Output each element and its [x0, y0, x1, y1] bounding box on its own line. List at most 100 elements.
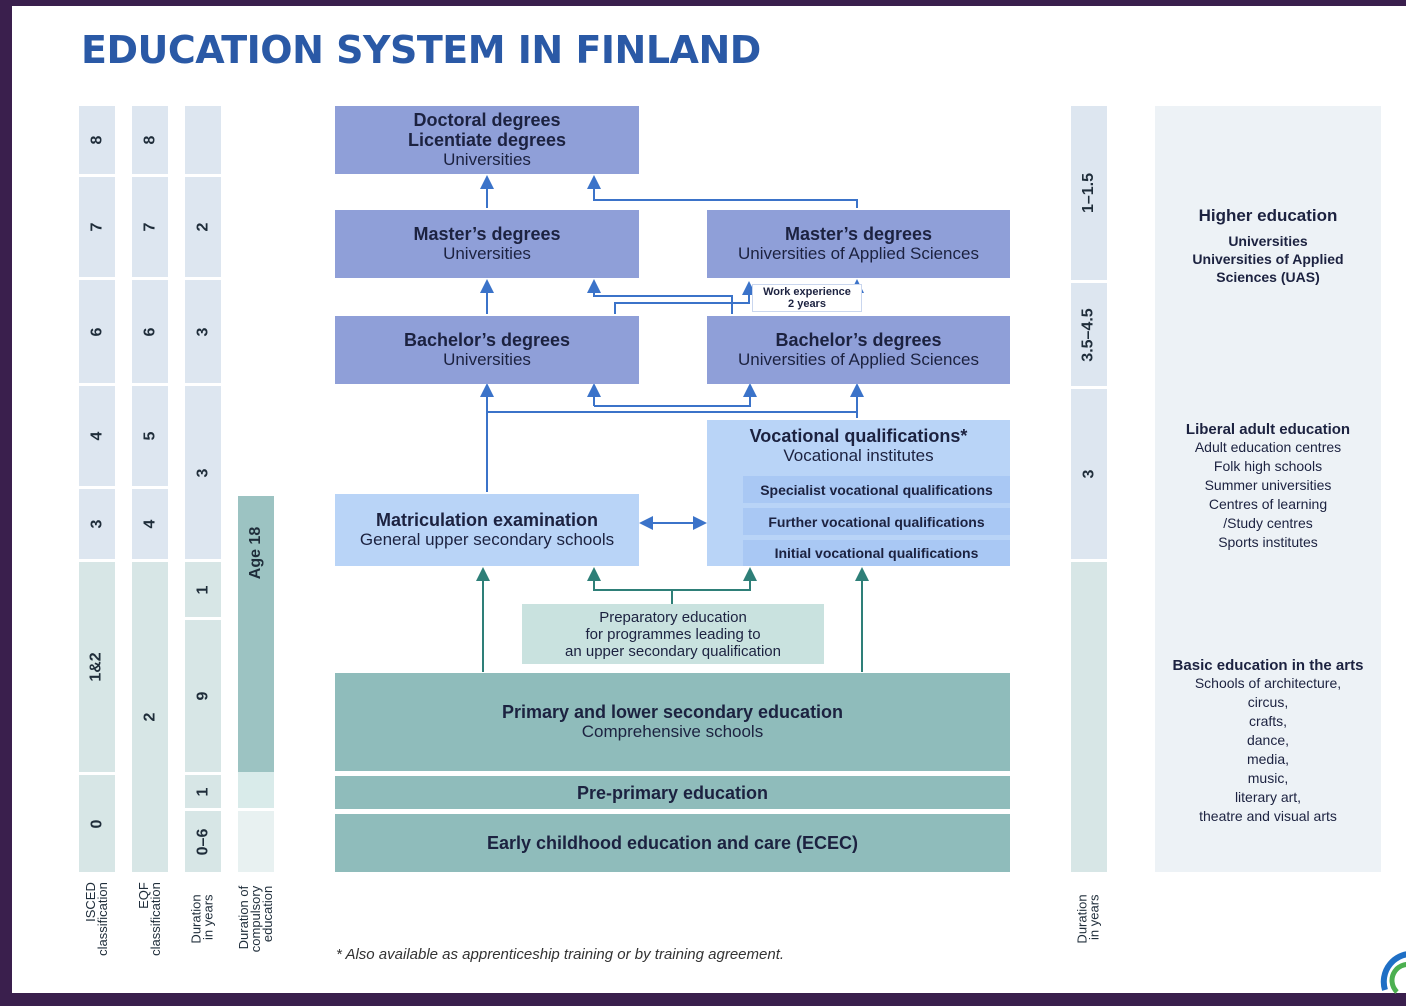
bachelors-uas-title: Bachelor’s degrees: [775, 330, 942, 350]
corner-logo-icon: [1380, 951, 1406, 994]
isced-segment: 8: [79, 106, 115, 174]
arts-education-line: circus,: [1247, 694, 1289, 710]
primary-title: Primary and lower secondary education: [501, 702, 844, 722]
matriculation-title: Matriculation examination: [375, 510, 599, 530]
higher-education-line: Universities of Applied: [1192, 251, 1344, 267]
ecec-title: Early childhood education and care (ECEC…: [486, 833, 859, 853]
isced-segment: 1&2: [79, 562, 115, 772]
liberal-adult-group: Liberal adult education Adult education …: [1155, 421, 1381, 552]
right-duration-segment: 3.5–4.5: [1071, 283, 1107, 386]
preparatory-line2: for programmes leading to: [585, 625, 761, 643]
masters-uni-institution: Universities: [443, 244, 531, 263]
doctoral-title: Doctoral degrees: [413, 110, 561, 130]
matriculation-institution: General upper secondary schools: [359, 530, 615, 549]
bachelors-uni-title: Bachelor’s degrees: [403, 330, 571, 350]
liberal-adult-line: Folk high schools: [1213, 458, 1323, 474]
eqf-segment: 7: [132, 177, 168, 277]
vocational-institution: Vocational institutes: [783, 446, 934, 465]
duration-segment: 2: [185, 177, 221, 277]
work-experience-years: 2 years: [788, 298, 826, 310]
eqf-segment: 4: [132, 489, 168, 559]
eqf-column: 8 7 6 5 4 2: [132, 106, 168, 872]
duration-segment-empty: [185, 106, 221, 174]
arts-education-line: literary art,: [1234, 789, 1302, 805]
isced-column: 8 7 6 4 3 1&2 0: [79, 106, 115, 872]
masters-uas-title: Master’s degrees: [784, 224, 933, 244]
initial-vocational-box: Initial vocational qualifications: [743, 540, 1010, 566]
bachelors-uas-institution: Universities of Applied Sciences: [738, 350, 979, 369]
higher-education-title: Higher education: [1198, 206, 1338, 225]
arts-education-line: media,: [1246, 751, 1290, 767]
doctoral-institution: Universities: [443, 150, 531, 169]
preparatory-line3: an upper secondary qualification: [565, 642, 781, 660]
further-vocational-box: Further vocational qualifications: [743, 508, 1010, 535]
arts-education-group: Basic education in the arts Schools of a…: [1155, 657, 1381, 826]
bachelors-uas-box: Bachelor’s degrees Universities of Appli…: [707, 316, 1010, 384]
liberal-adult-line: Centres of learning: [1208, 496, 1328, 512]
preparatory-box: Preparatory education for programmes lea…: [522, 604, 824, 664]
arrow-work-to-master-uas: [614, 281, 756, 314]
masters-uni-box: Master’s degrees Universities: [335, 210, 639, 278]
arrow-master-uas-to-doctoral: [587, 175, 858, 208]
higher-education-line: Universities: [1228, 233, 1308, 249]
duration-segment: 0–6: [185, 811, 221, 872]
licentiate-title: Licentiate degrees: [407, 130, 567, 150]
preprimary-title: Pre-primary education: [576, 782, 769, 803]
ecec-box: Early childhood education and care (ECEC…: [335, 814, 1010, 872]
right-duration-column: 1–1.5 3.5–4.5 3: [1071, 106, 1107, 872]
right-duration-segment-empty: [1071, 562, 1107, 872]
duration-segment: 3: [185, 280, 221, 383]
arts-education-line: crafts,: [1248, 713, 1288, 729]
isced-segment: 0: [79, 775, 115, 872]
compulsory-bar: Age 18: [238, 496, 274, 772]
isced-segment: 4: [79, 386, 115, 486]
masters-uas-box: Master’s degrees Universities of Applied…: [707, 210, 1010, 278]
duration-segment: 3: [185, 386, 221, 559]
eqf-segment: 8: [132, 106, 168, 174]
preprimary-box: Pre-primary education: [335, 776, 1010, 809]
liberal-adult-line: Summer universities: [1204, 477, 1332, 493]
duration-segment: 1: [185, 562, 221, 617]
bachelors-uni-box: Bachelor’s degrees Universities: [335, 316, 639, 384]
liberal-adult-line: /Study centres: [1223, 515, 1313, 531]
page-title: EDUCATION SYSTEM IN FINLAND: [81, 28, 761, 72]
compulsory-bar-lower: [238, 772, 274, 808]
duration-segment: 9: [185, 620, 221, 772]
arts-education-line: dance,: [1246, 732, 1290, 748]
arts-education-line: theatre and visual arts: [1199, 808, 1337, 824]
arrow-preparatory-split-2: [672, 567, 757, 591]
arts-education-title: Basic education in the arts: [1172, 657, 1364, 674]
work-experience-box: Work experience 2 years: [752, 284, 862, 312]
eqf-segment: 2: [132, 562, 168, 872]
arrow-preparatory-split: [587, 567, 673, 604]
right-duration-segment: 3: [1071, 389, 1107, 559]
masters-uas-institution: Universities of Applied Sciences: [738, 244, 979, 263]
diagram-canvas: EDUCATION SYSTEM IN FINLAND 8 7 6 4 3 1&…: [12, 6, 1406, 994]
arrow-to-bachelor-uas-1: [594, 383, 757, 407]
liberal-adult-line: Adult education centres: [1194, 439, 1342, 455]
isced-segment: 3: [79, 489, 115, 559]
liberal-adult-title: Liberal adult education: [1185, 421, 1351, 438]
preparatory-line1: Preparatory education: [599, 608, 747, 626]
footnote: * Also available as apprenticeship train…: [336, 946, 785, 963]
arts-education-line: Schools of architecture,: [1194, 675, 1342, 691]
right-duration-segment: 1–1.5: [1071, 106, 1107, 280]
work-experience-label: Work experience: [763, 286, 851, 298]
right-panel: Higher education Universities Universiti…: [1155, 106, 1381, 872]
duration-segment: 1: [185, 775, 221, 808]
vocational-title: Vocational qualifications*: [749, 426, 968, 446]
higher-education-group: Higher education Universities Universiti…: [1155, 206, 1381, 286]
higher-education-line: Sciences (UAS): [1216, 269, 1320, 285]
connector-arrows: [476, 175, 869, 672]
arts-education-line: music,: [1247, 770, 1289, 786]
liberal-adult-line: Sports institutes: [1218, 534, 1318, 550]
compulsory-bar-ecec: [238, 811, 274, 872]
isced-segment: 6: [79, 280, 115, 383]
primary-institution: Comprehensive schools: [581, 722, 764, 741]
bachelors-uni-institution: Universities: [443, 350, 531, 369]
masters-uni-title: Master’s degrees: [413, 224, 561, 244]
doctoral-box: Doctoral degrees Licentiate degrees Univ…: [335, 106, 639, 174]
eqf-segment: 6: [132, 280, 168, 383]
specialist-vocational-box: Specialist vocational qualifications: [743, 476, 1010, 503]
arrow-bachelor-uas-to-master-uni: [587, 279, 733, 314]
